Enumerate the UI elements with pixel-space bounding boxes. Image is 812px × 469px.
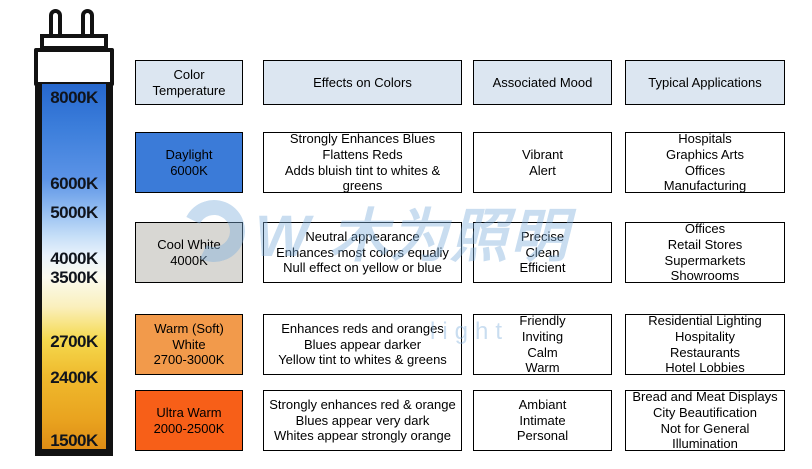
swatch-cool-white: Cool White 4000K [135, 222, 243, 283]
tube-cap [34, 48, 114, 86]
header-typical-applications: Typical Applications [625, 60, 785, 105]
effects-cool-white: Neutral appearance Enhances most colors … [263, 222, 462, 283]
tube-label-2400k: 2400K [50, 368, 98, 387]
swatch-daylight: Daylight 6000K [135, 132, 243, 193]
applications-cool-white: Offices Retail Stores Supermarkets Showr… [625, 221, 785, 283]
tube-label-4000k: 4000K [50, 249, 98, 268]
tube-gradient [35, 84, 113, 456]
applications-warm-white: Residential Lighting Hospitality Restaur… [625, 313, 785, 375]
header-effects-on-colors: Effects on Colors [263, 60, 462, 105]
applications-daylight: Hospitals Graphics Arts Offices Manufact… [625, 131, 785, 193]
effects-ultra-warm: Strongly enhances red & orange Blues app… [263, 390, 462, 451]
mood-ultra-warm: Ambiant Intimate Personal [473, 390, 612, 451]
tube-label-5000k: 5000K [50, 203, 98, 222]
mood-cool-white: Precise Clean Efficient [473, 222, 612, 283]
tube-label-2700k: 2700K [50, 332, 98, 351]
tube-pin-right [81, 9, 94, 36]
swatch-ultra-warm: Ultra Warm 2000-2500K [135, 390, 243, 451]
effects-daylight: Strongly Enhances Blues Flattens Reds Ad… [263, 131, 462, 193]
header-associated-mood: Associated Mood [473, 60, 612, 105]
mood-warm-white: Friendly Inviting Calm Warm [473, 313, 612, 375]
tube-label-3500k: 3500K [50, 268, 98, 287]
tube-pin-left [49, 9, 62, 36]
mood-daylight: Vibrant Alert [473, 132, 612, 193]
applications-ultra-warm: Bread and Meat Displays City Beautificat… [625, 389, 785, 451]
effects-warm-white: Enhances reds and oranges Blues appear d… [263, 314, 462, 375]
tube-label-6000k: 6000K [50, 174, 98, 193]
tube-label-1500k: 1500K [50, 431, 98, 450]
tube-label-8000k: 8000K [50, 88, 98, 107]
swatch-warm-white: Warm (Soft) White 2700-3000K [135, 314, 243, 375]
header-color-temperature: Color Temperature [135, 60, 243, 105]
